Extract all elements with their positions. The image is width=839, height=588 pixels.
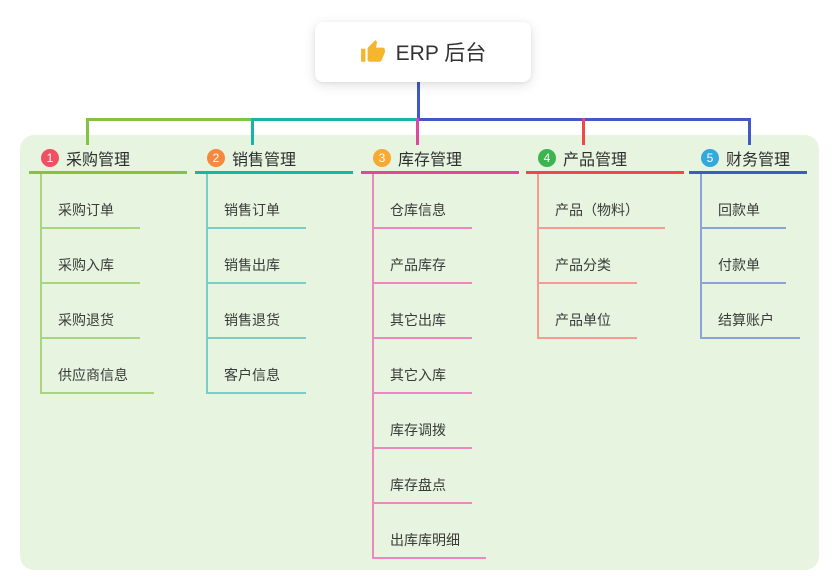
branch-1-drop-connector bbox=[86, 118, 89, 145]
child-node[interactable]: 销售出库 bbox=[208, 229, 306, 284]
child-node[interactable]: 采购退货 bbox=[42, 284, 140, 339]
child-node[interactable]: 其它出库 bbox=[374, 284, 472, 339]
branch-4-header[interactable]: 4 产品管理 bbox=[526, 144, 684, 174]
branch-3-inventory: 3 库存管理 仓库信息 产品库存 其它出库 其它入库 库存调拨 库存盘点 出库库… bbox=[361, 144, 519, 559]
branch-3-drop-connector bbox=[416, 118, 419, 145]
branch-5-number-badge: 5 bbox=[701, 148, 719, 167]
branch-5-drop-connector bbox=[748, 118, 751, 145]
branch-4-label: 产品管理 bbox=[563, 151, 628, 169]
branch-3-number-badge: 3 bbox=[373, 148, 391, 167]
root-node[interactable]: ERP 后台 bbox=[315, 22, 531, 82]
child-node[interactable]: 仓库信息 bbox=[374, 174, 472, 229]
branch-4-drop-connector bbox=[582, 118, 585, 145]
branch-4-children: 产品（物料） 产品分类 产品单位 bbox=[537, 174, 665, 339]
branch-5-children: 回款单 付款单 结算账户 bbox=[700, 174, 800, 339]
connector-segment-teal bbox=[251, 118, 418, 121]
child-node[interactable]: 付款单 bbox=[702, 229, 786, 284]
branch-2-children: 销售订单 销售出库 销售退货 客户信息 bbox=[206, 174, 306, 394]
branch-3-children: 仓库信息 产品库存 其它出库 其它入库 库存调拨 库存盘点 出库库明细 bbox=[372, 174, 486, 559]
branch-1-label: 采购管理 bbox=[66, 151, 131, 169]
branch-5-header[interactable]: 5 财务管理 bbox=[689, 144, 807, 174]
root-stem-connector bbox=[417, 82, 420, 118]
branch-1-header[interactable]: 1 采购管理 bbox=[29, 144, 187, 174]
child-node[interactable]: 产品单位 bbox=[539, 284, 637, 339]
branch-5-label: 财务管理 bbox=[726, 151, 791, 169]
branch-2-header[interactable]: 2 销售管理 bbox=[195, 144, 353, 174]
child-node[interactable]: 产品库存 bbox=[374, 229, 472, 284]
branch-2-drop-connector bbox=[251, 118, 254, 145]
root-node-label: ERP 后台 bbox=[395, 42, 487, 65]
branch-2-number-badge: 2 bbox=[207, 148, 225, 167]
branches-panel bbox=[20, 135, 819, 570]
thumbs-up-icon bbox=[360, 40, 385, 62]
branch-2-label: 销售管理 bbox=[232, 151, 297, 169]
branch-3-header[interactable]: 3 库存管理 bbox=[361, 144, 519, 174]
connector-segment-green bbox=[86, 118, 252, 121]
child-node[interactable]: 其它入库 bbox=[374, 339, 472, 394]
branch-5-finance: 5 财务管理 回款单 付款单 结算账户 bbox=[689, 144, 807, 339]
child-node[interactable]: 出库库明细 bbox=[374, 504, 486, 559]
branch-1-number-badge: 1 bbox=[41, 148, 59, 167]
child-node[interactable]: 采购入库 bbox=[42, 229, 140, 284]
child-node[interactable]: 销售订单 bbox=[208, 174, 306, 229]
child-node[interactable]: 产品分类 bbox=[539, 229, 637, 284]
child-node[interactable]: 库存调拨 bbox=[374, 394, 472, 449]
child-node[interactable]: 供应商信息 bbox=[42, 339, 154, 394]
child-node[interactable]: 客户信息 bbox=[208, 339, 306, 394]
child-node[interactable]: 采购订单 bbox=[42, 174, 140, 229]
branch-1-purchase: 1 采购管理 采购订单 采购入库 采购退货 供应商信息 bbox=[29, 144, 187, 394]
child-node[interactable]: 产品（物料） bbox=[539, 174, 665, 229]
child-node[interactable]: 回款单 bbox=[702, 174, 786, 229]
branch-3-label: 库存管理 bbox=[398, 151, 463, 169]
child-node[interactable]: 库存盘点 bbox=[374, 449, 472, 504]
child-node[interactable]: 结算账户 bbox=[702, 284, 800, 339]
child-node[interactable]: 销售退货 bbox=[208, 284, 306, 339]
branch-1-children: 采购订单 采购入库 采购退货 供应商信息 bbox=[40, 174, 154, 394]
branch-4-product: 4 产品管理 产品（物料） 产品分类 产品单位 bbox=[526, 144, 684, 339]
branch-2-sales: 2 销售管理 销售订单 销售出库 销售退货 客户信息 bbox=[195, 144, 353, 394]
branch-4-number-badge: 4 bbox=[538, 148, 556, 167]
